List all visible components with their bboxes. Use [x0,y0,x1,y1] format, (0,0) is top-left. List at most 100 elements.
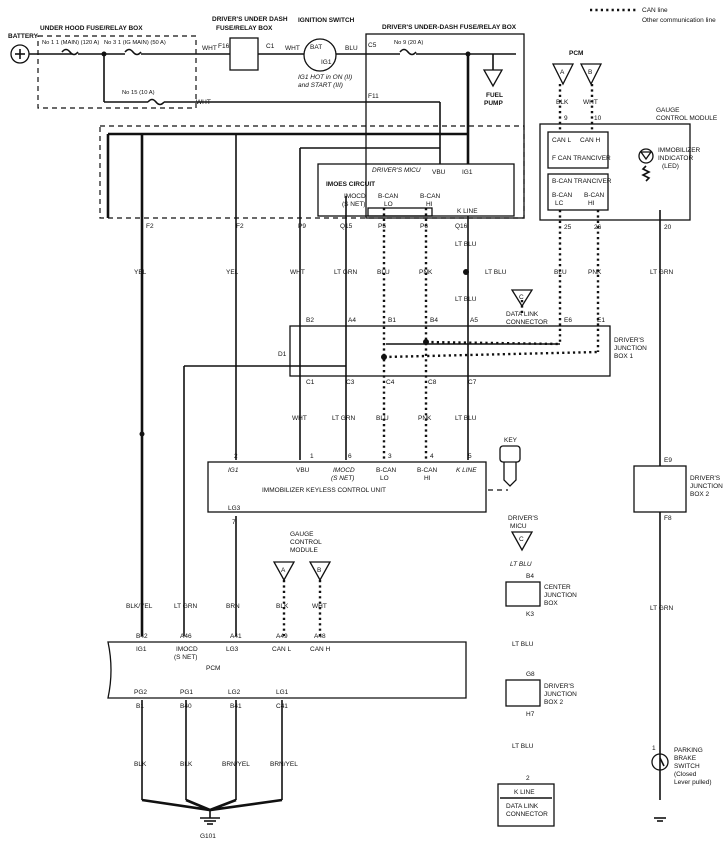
djb2r-2: JUNCTION [690,483,723,490]
djb2r-1: DRIVER'S [690,475,721,482]
ikcu-imocd: IMOCD [333,467,355,474]
micu-small-2: MICU [510,523,527,530]
wire-wht-3: WHT [196,99,211,106]
conn-b42: B42 [136,633,148,640]
pb-5: Lever pulled) [674,779,712,786]
conn-k7: 7 [232,519,236,526]
fuse-9-label: No 9 (20 A) [394,40,423,46]
wire-labels-lower: BLK/YEL LT GRN BRN BLK WHT [126,603,327,610]
wire-wht-d: WHT [292,415,307,422]
pcm-lg3: LG3 [226,646,239,653]
wire-pnk-r: PNK [588,269,602,276]
ign-switch-label: IGNITION SWITCH [298,17,355,24]
ikcu-lo-2: LO [380,475,389,482]
wire-ltblu-s1: LT BLU [510,561,532,568]
ground-wires: BLK BLK BRN/YEL BRN/YEL G101 [134,761,298,840]
drivers-junction-box-1: DRIVER'S JUNCTION BOX 1 B2 A4 B1 B4 A5 E… [278,317,647,386]
conn-b40: B40 [180,703,192,710]
drivers-micu: DRIVER'S MICU IMOES CIRCUIT IMOCD (S NET… [317,163,515,217]
conn-e6: E6 [564,317,572,324]
immob-ind-2: INDICATOR [658,155,693,162]
key: KEY [499,437,521,487]
dash-box-1-label-2: FUSE/RELAY BOX [216,25,273,32]
ikcu-lo: B-CAN [376,467,397,474]
wire-brnyel-1: BRN/YEL [222,761,250,768]
ikcu-label: IMMOBILIZER KEYLESS CONTROL UNIT [262,487,386,494]
fuse-9-icon [399,48,417,56]
switch-icon [651,753,669,771]
djb2s-1: DRIVER'S [544,683,575,690]
legend: CAN line Other communication line [590,7,716,24]
conn-a48: A48 [314,633,326,640]
conn-20: 20 [664,224,672,231]
fuse-31-label: No 3 1 (IG MAIN) (50 A) [104,40,166,46]
fuse-15-icon [147,98,165,106]
conn-a49: A49 [276,633,288,640]
djb1-label-2: JUNCTION [614,345,647,352]
cjb-3: BOX [544,600,558,607]
conn-a41: A41 [230,633,242,640]
djb2s-3: BOX 2 [544,699,564,706]
conn-pcm-10: 10 [594,115,602,122]
conn-dlc-2: 2 [526,775,530,782]
micu-snet: (S NET) [342,201,365,208]
djb2s-2: JUNCTION [544,691,577,698]
offpage-b-low: B [317,567,321,574]
wire-blk-p: BLK [276,603,289,610]
wire-blu-c: BLU [377,269,390,276]
conn-c1b: C1 [306,379,315,386]
conn-k6: 6 [348,453,352,460]
gcm-lc: B-CAN [552,192,573,199]
gauge-control-module-small: GAUGE CONTROL MODULE A B [272,531,332,582]
ikcu-hi: B-CAN [417,467,438,474]
conn-c7: C7 [468,379,477,386]
dash-box-1-label: DRIVER'S UNDER DASH [212,16,288,23]
djb1-label-1: DRIVER'S [614,337,645,344]
djb2r-3: BOX 2 [690,491,710,498]
conn-ps1: 1 [652,745,656,752]
wire-labels-upper: WHT WHT BLU WHT YEL YEL WHT LT GRN BLU P… [134,45,674,303]
center-junction-box: B4 CENTER JUNCTION BOX K3 LT BLU [505,573,577,648]
wire-wht-p: WHT [312,603,327,610]
wire-wht-2: WHT [285,45,300,52]
resistor-icon [641,165,651,182]
conn-b2: B2 [306,317,314,324]
wire-blu-d: BLU [376,415,389,422]
wire-wht-1: WHT [202,45,217,52]
gcm-hi: B-CAN [584,192,605,199]
ikcu-lg3: LG3 [228,505,241,512]
pb-3: SWITCH [674,763,700,770]
drivers-junction-box-2-small: G8 DRIVER'S JUNCTION BOX 2 H7 LT BLU [505,671,577,750]
conn-e1: E1 [597,317,605,324]
conn-k3: 3 [388,453,392,460]
wire-pnk-c: PNK [419,269,433,276]
conn-k1: 1 [310,453,314,460]
fuse-15-label: No 15 (10 A) [122,90,155,96]
ign-ig1: IG1 [321,59,332,66]
ign-bat: BAT [310,44,322,51]
micu-small-1: DRIVER'S [508,515,539,522]
fuel-pump-label-2: PUMP [484,100,503,107]
djb1-label-3: BOX 1 [614,353,634,360]
dlc-small-2: CONNECTOR [506,811,548,818]
conn-g8: G8 [526,671,535,678]
conn-a4: A4 [348,317,356,324]
gcms-2: CONTROL [290,539,322,546]
conn-k3c: K3 [526,611,534,618]
cjb-1: CENTER [544,584,571,591]
micu-small: DRIVER'S MICU C LT BLU [508,515,539,568]
pcm-pg1: PG1 [180,689,193,696]
conn-k4: 4 [430,453,434,460]
gcm-label-2: CONTROL MODULE [656,115,718,122]
ground-label: G101 [200,833,216,840]
pcm-imocd: IMOCD [176,646,198,653]
wire-yel-1: YEL [134,269,147,276]
conn-e9: E9 [664,457,672,464]
conn-c4: C4 [386,379,395,386]
conn-k2: 2 [234,453,238,460]
offpage-c-2: C [519,536,524,543]
pcm: B42 A46 A41 A49 A48 IG1 IMOCD (S NET) LG… [107,633,467,710]
key-label: KEY [504,437,518,444]
gcm-canh: CAN H [580,137,601,144]
